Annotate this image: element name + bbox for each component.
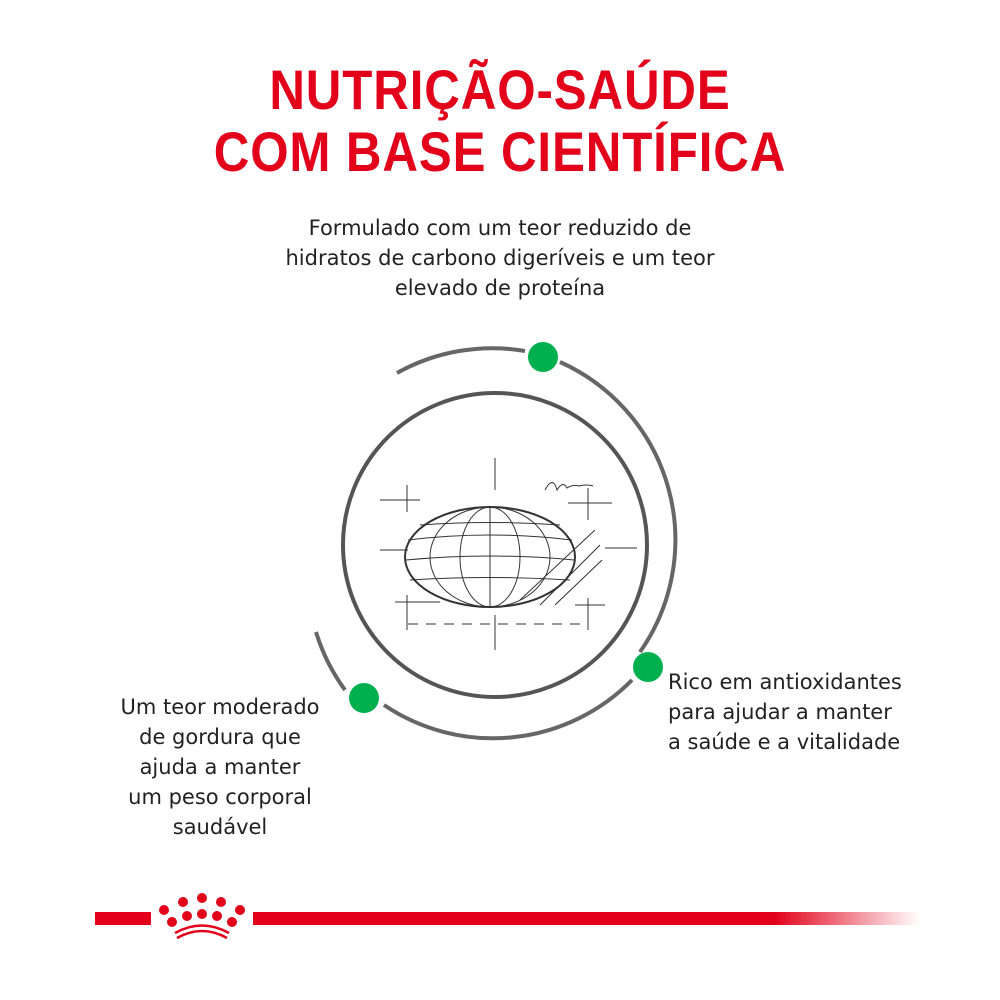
title-line-2: COM BASE CIENTÍFICA bbox=[213, 120, 787, 183]
benefit-left-line: de gordura que bbox=[139, 725, 301, 749]
green-dot-left bbox=[349, 683, 379, 713]
footer-bar-right bbox=[253, 912, 920, 925]
benefit-right-line: para ajudar a manter bbox=[668, 700, 892, 724]
benefit-top: Formulado com um teor reduzido de hidrat… bbox=[250, 213, 750, 303]
benefit-left-line: um peso corporal bbox=[128, 785, 312, 809]
footer-bar-left bbox=[95, 912, 151, 925]
inner-circle bbox=[341, 391, 649, 699]
benefit-right-line: Rico em antioxidantes bbox=[668, 670, 902, 694]
benefit-top-line: elevado de proteína bbox=[394, 276, 606, 300]
outer-arcs bbox=[314, 346, 678, 741]
title-line-1: NUTRIÇÃO-SAÚDE bbox=[269, 58, 731, 121]
benefit-left-line: saudável bbox=[172, 815, 268, 839]
benefit-top-line: hidratos de carbono digeríveis e um teor bbox=[285, 246, 715, 270]
benefit-top-line: Formulado com um teor reduzido de bbox=[308, 216, 692, 240]
benefit-left: Um teor moderado de gordura que ajuda a … bbox=[90, 692, 350, 842]
crown-logo bbox=[159, 893, 245, 940]
kibble-sketch-icon bbox=[380, 458, 637, 650]
benefit-left-line: Um teor moderado bbox=[120, 695, 320, 719]
benefit-right-line: a saúde e a vitalidade bbox=[668, 730, 901, 754]
green-dot-right bbox=[633, 652, 663, 682]
green-dot-top bbox=[528, 342, 558, 372]
benefit-left-line: ajuda a manter bbox=[139, 755, 301, 779]
benefit-right: Rico em antioxidantes para ajudar a mant… bbox=[668, 667, 958, 757]
